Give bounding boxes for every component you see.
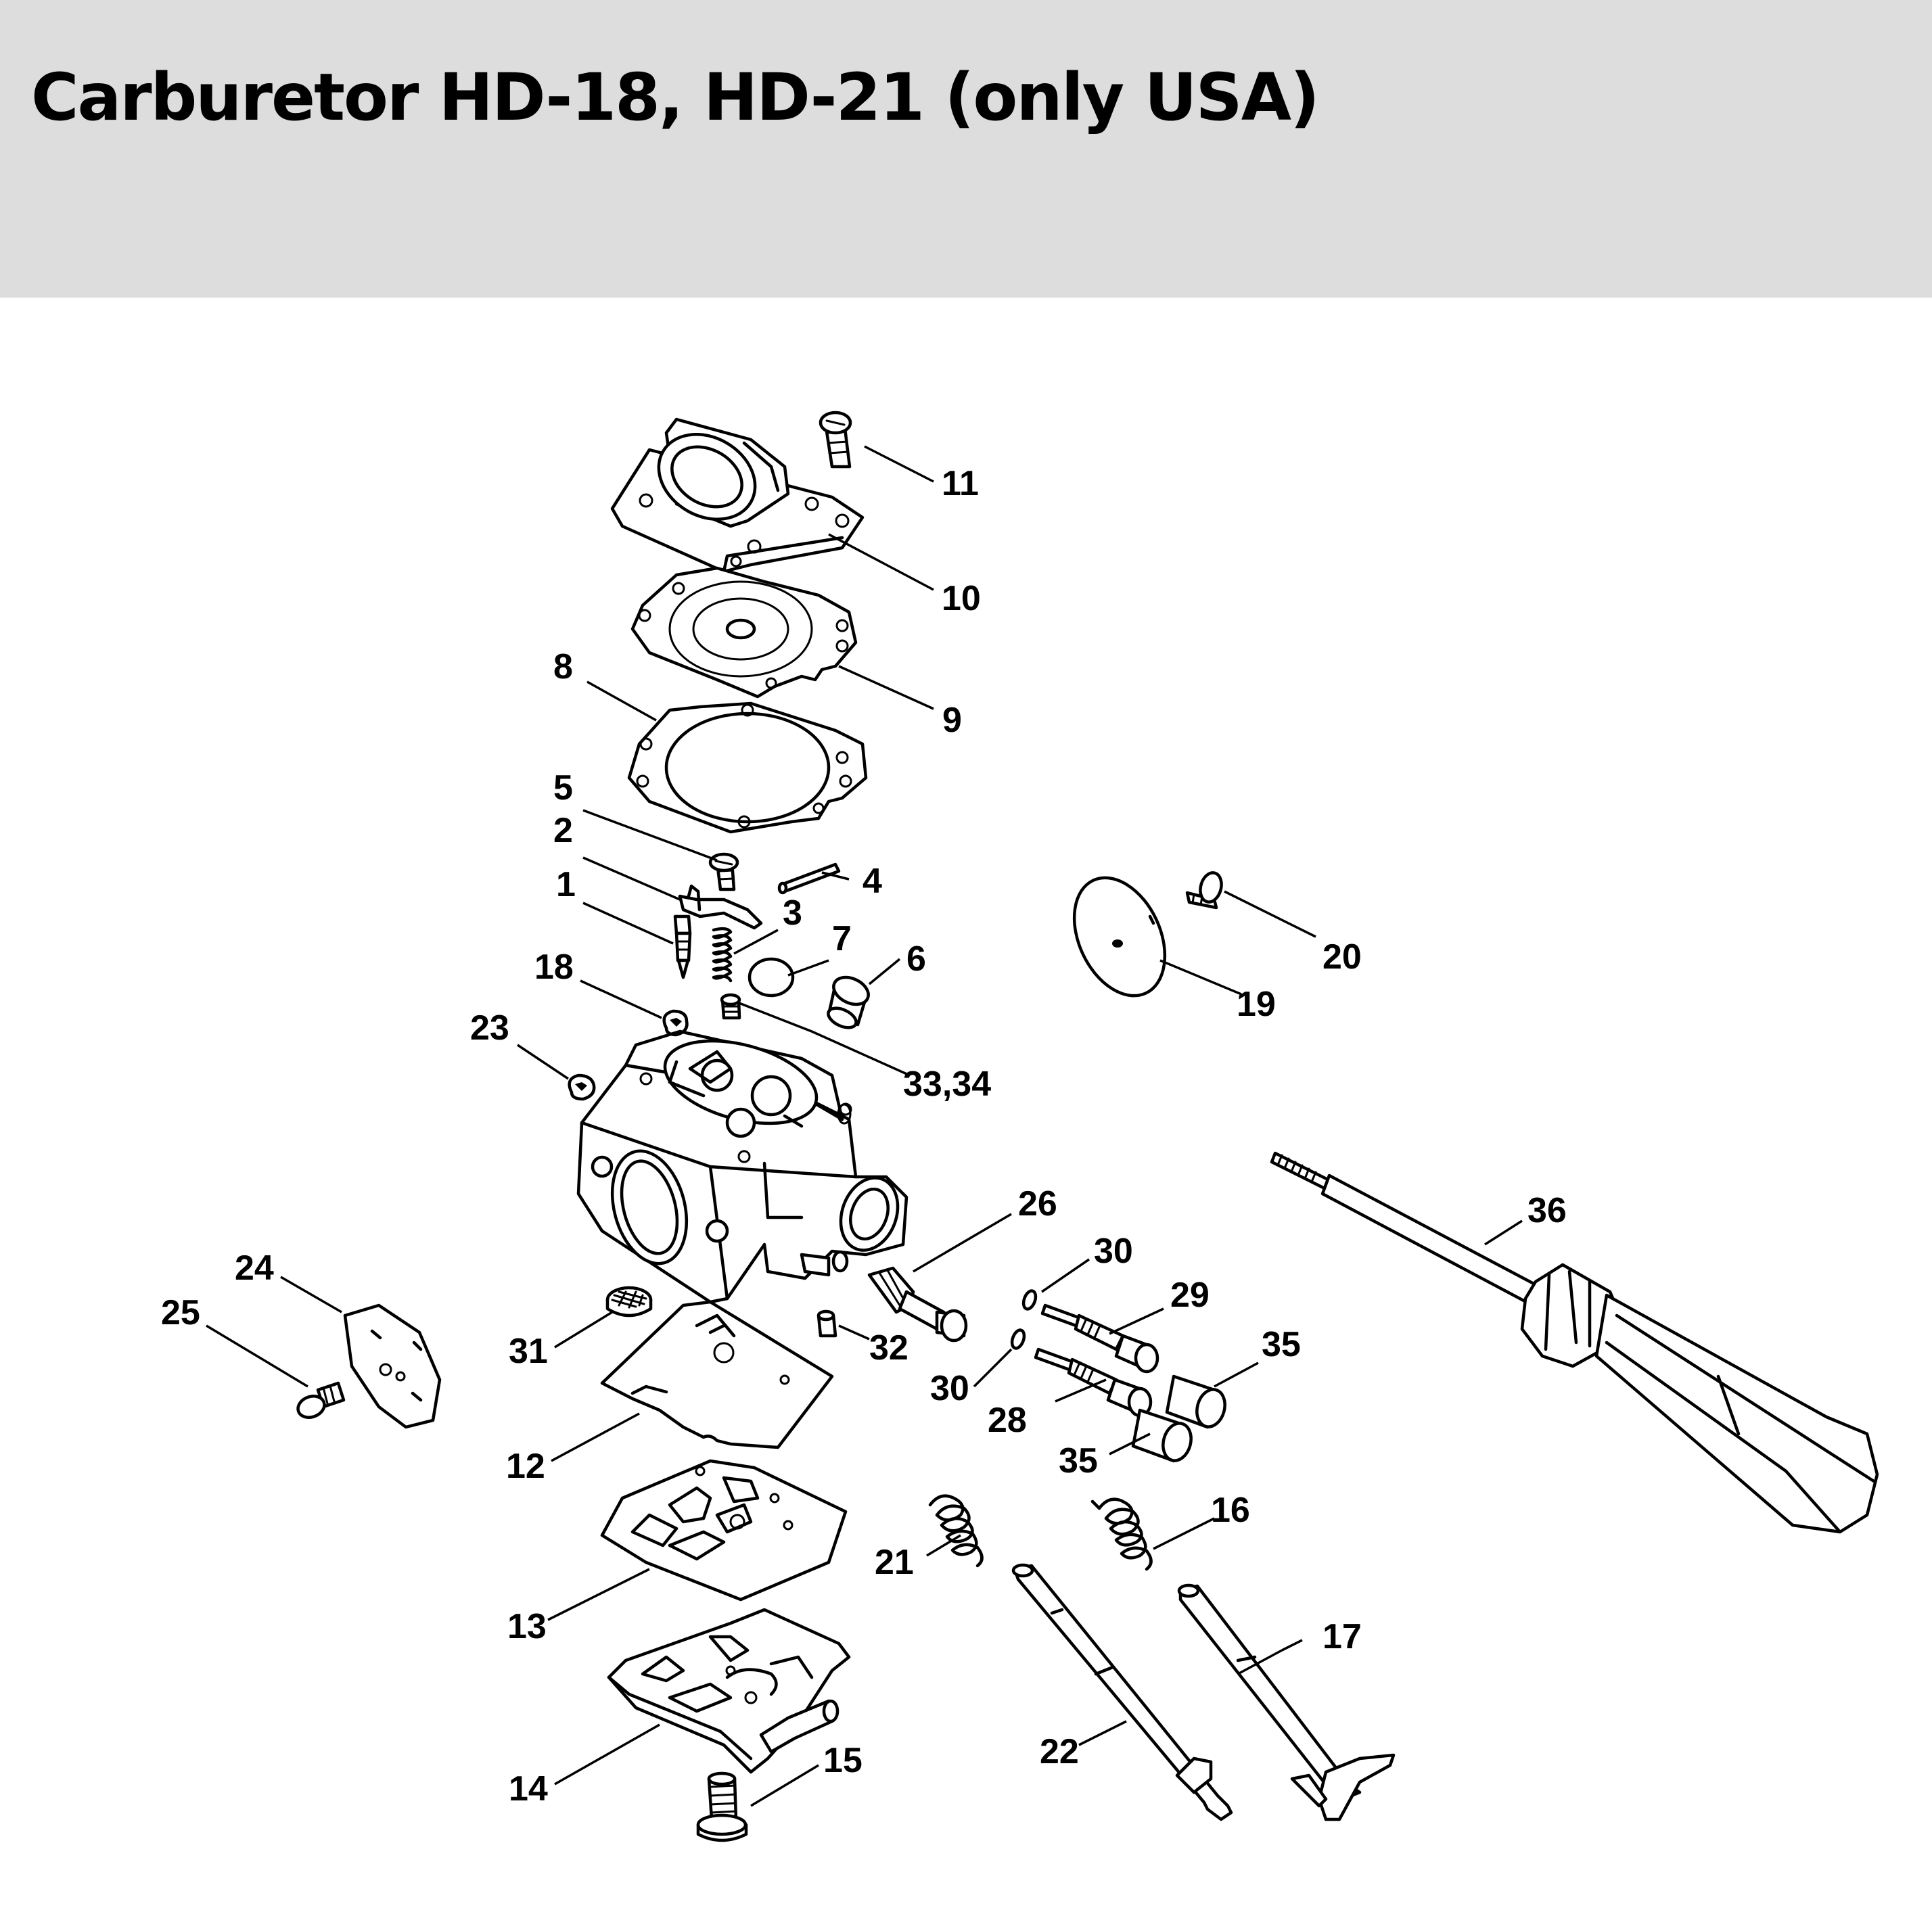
part-17-shaft [1177, 1583, 1396, 1821]
part-21-spring [928, 1494, 984, 1568]
part-35-cap-upper [1165, 1374, 1226, 1429]
callout-12: 12 [506, 1447, 545, 1486]
callout-6: 6 [906, 939, 926, 979]
callout-19: 19 [1237, 985, 1276, 1024]
callout-35-bottom: 35 [1059, 1441, 1098, 1481]
callout-29: 29 [1170, 1276, 1210, 1315]
callout-31: 31 [509, 1332, 548, 1371]
callout-13: 13 [507, 1607, 547, 1646]
callout-35-top: 35 [1262, 1325, 1301, 1364]
part-10-cover [610, 417, 865, 574]
callout-28: 28 [988, 1401, 1027, 1440]
callout-14: 14 [509, 1769, 548, 1809]
callout-15: 15 [823, 1741, 862, 1780]
title-banner: Carburetor HD-18, HD-21 (only USA) [0, 0, 1932, 298]
part-3334-jet [720, 993, 741, 1020]
part-5-screw [708, 852, 739, 891]
leader-lines [206, 445, 1523, 1807]
part-26-adjust-screw [867, 1266, 968, 1343]
callout-26: 26 [1018, 1184, 1057, 1224]
callout-30-bottom: 30 [930, 1369, 969, 1408]
callout-4: 4 [862, 862, 882, 901]
part-30-o-ring-bottom [1010, 1328, 1026, 1350]
part-20-screw [1185, 871, 1223, 910]
part-9-diaphragm [630, 566, 858, 699]
callout-20: 20 [1322, 937, 1362, 977]
part-31-filter-screen [605, 1286, 653, 1318]
part-11-screw [819, 411, 852, 469]
part-23-ring [568, 1073, 596, 1101]
callout-7: 7 [832, 919, 852, 958]
part-13-gasket [600, 1459, 848, 1602]
callout-9: 9 [942, 701, 962, 740]
callout-36: 36 [1527, 1191, 1567, 1230]
callout-labels: 11 10 9 8 5 2 1 3 4 7 6 18 23 33,34 20 1… [161, 464, 1567, 1809]
part-16-spring [1090, 1497, 1153, 1571]
part-36-screwdriver [1270, 1151, 1879, 1534]
page-title: Carburetor HD-18, HD-21 (only USA) [31, 60, 1320, 135]
callout-1: 1 [556, 865, 576, 904]
part-3-spring [712, 927, 733, 983]
callout-8: 8 [553, 647, 573, 686]
callout-23: 23 [470, 1008, 509, 1048]
part-4-pin [777, 862, 841, 895]
callout-2: 2 [553, 811, 573, 850]
callout-5: 5 [553, 768, 573, 808]
part-19-throttle-plate [1072, 876, 1167, 998]
callout-21: 21 [875, 1543, 914, 1582]
callout-18: 18 [534, 948, 574, 987]
part-24-choke-plate [343, 1303, 442, 1429]
part-6-plug [827, 975, 870, 1029]
callout-32: 32 [869, 1328, 908, 1368]
part-2-lever [678, 884, 763, 930]
part-14-pump-cover [607, 1608, 851, 1774]
part-15-screw [696, 1771, 748, 1842]
part-8-gasket [627, 701, 868, 834]
part-35-cap-lower [1131, 1408, 1193, 1463]
part-25-screw [296, 1381, 346, 1419]
callout-16: 16 [1211, 1491, 1250, 1530]
part-32-plug [816, 1309, 837, 1338]
part-29-high-speed-screw [1040, 1303, 1159, 1374]
callout-10: 10 [942, 579, 981, 618]
part-7-plug [748, 957, 795, 998]
carburetor-body [576, 1029, 908, 1304]
callout-30-top: 30 [1094, 1232, 1133, 1271]
callout-24: 24 [235, 1249, 274, 1288]
callout-22: 22 [1040, 1732, 1079, 1771]
callout-11: 11 [942, 464, 979, 503]
callout-25: 25 [161, 1293, 200, 1332]
part-30-o-ring-top [1021, 1289, 1038, 1311]
callout-3: 3 [783, 893, 802, 933]
part-1-needle [673, 914, 692, 979]
part-12-gasket [600, 1300, 834, 1449]
callout-3334: 33,34 [903, 1065, 991, 1104]
part-22-shaft [1011, 1563, 1233, 1821]
callout-17: 17 [1322, 1617, 1362, 1656]
